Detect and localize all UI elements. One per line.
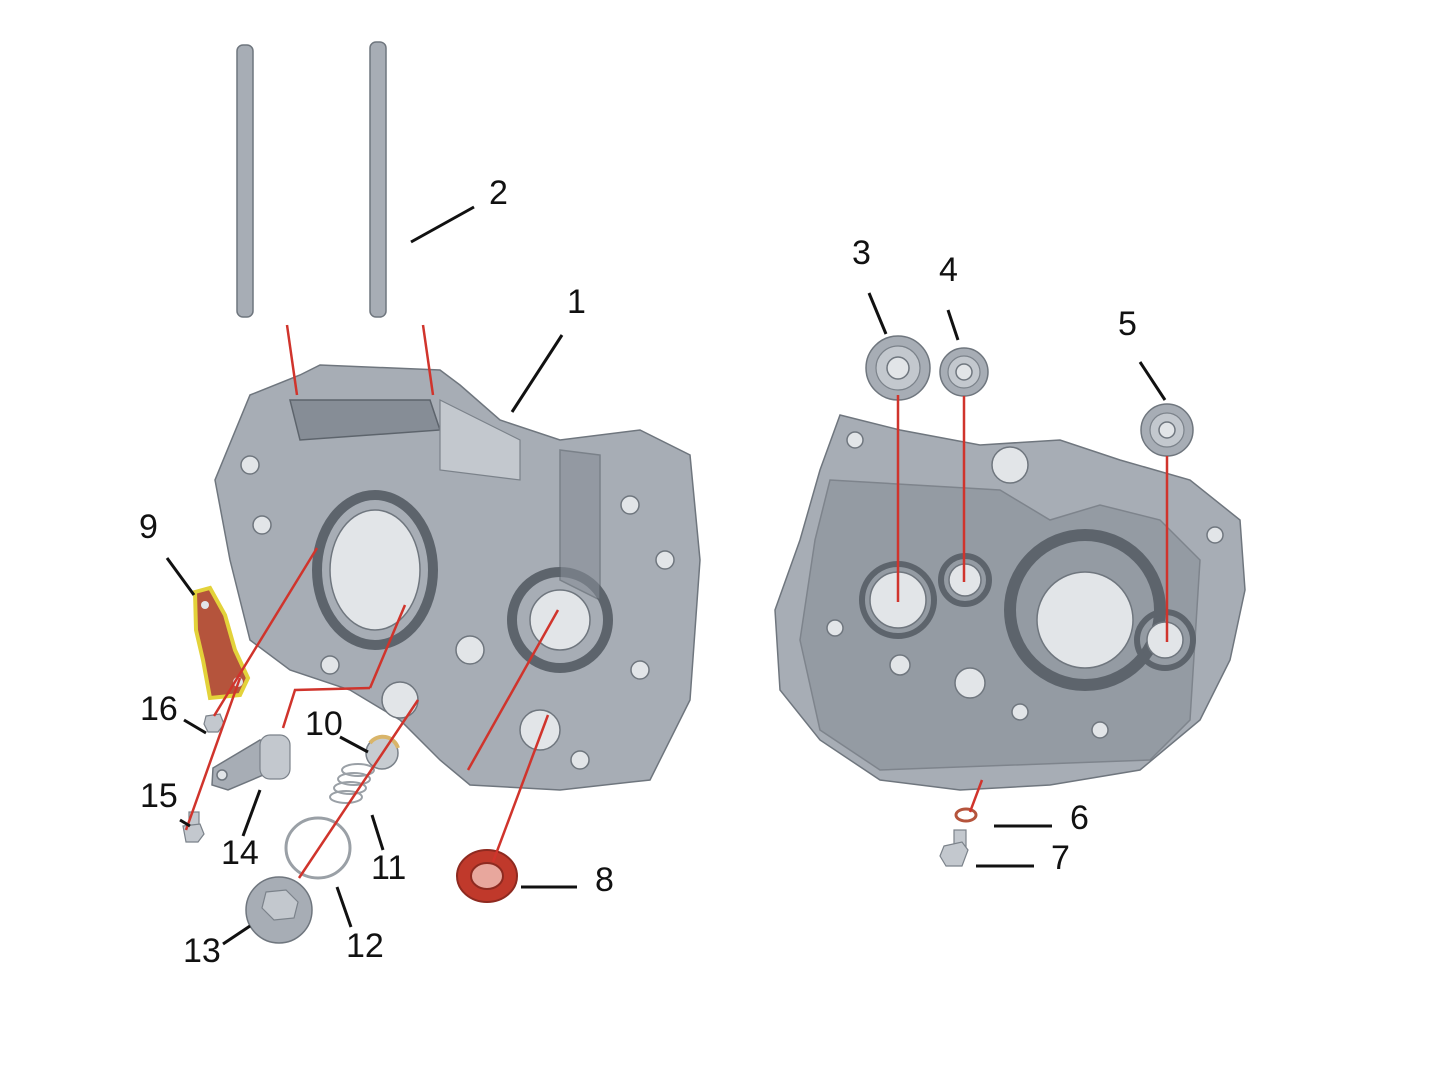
callout-11: 11 (371, 849, 406, 887)
callout-9: 9 (139, 508, 158, 546)
gasket-9 (192, 585, 251, 701)
callout-10: 10 (305, 705, 343, 743)
callout-6: 6 (1070, 799, 1089, 837)
callout-5: 5 (1118, 305, 1137, 343)
callout-4: 4 (939, 251, 958, 289)
callout-14: 14 (221, 834, 259, 872)
cap-plug-13 (245, 876, 313, 944)
right-crankcase-half (774, 414, 1246, 791)
o-ring-12 (284, 816, 352, 880)
bearing-3 (865, 335, 931, 401)
bolt-16 (203, 713, 225, 733)
callout-13: 13 (183, 932, 221, 970)
callout-16: 16 (140, 690, 178, 728)
spring-11 (329, 763, 375, 804)
stud-bolts (236, 41, 387, 318)
assembly-lines (184, 324, 1169, 879)
left-crankcase-half (214, 364, 701, 791)
callout-8: 8 (595, 861, 614, 899)
bearing-5 (1140, 403, 1194, 457)
lever-14 (211, 734, 291, 791)
callout-1: 1 (567, 283, 586, 321)
leader-lines (165, 205, 1167, 946)
callout-15: 15 (140, 777, 178, 815)
callout-labels: 1 2 3 4 5 6 7 8 9 10 11 12 13 14 15 16 (139, 174, 1137, 970)
callout-7: 7 (1051, 839, 1070, 877)
callout-3: 3 (852, 234, 871, 272)
oil-seal-8 (456, 849, 518, 903)
callout-2: 2 (489, 174, 508, 212)
drain-bolt-7 (939, 829, 969, 867)
o-ring-6 (954, 807, 978, 823)
callout-12: 12 (346, 927, 384, 965)
bearing-4 (939, 347, 989, 397)
